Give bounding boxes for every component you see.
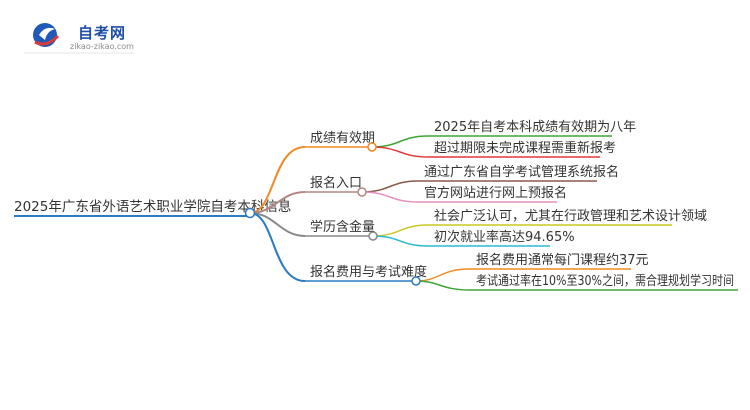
branch-dot-3 [411,276,421,286]
logo-mark-icon [33,23,60,47]
brand-title: 自考网 [78,24,127,42]
logo-divider [24,52,134,54]
branch-label-1: 报名入口 [310,175,362,191]
connector-b3-c1 [415,280,471,291]
leaf-label-2-0: 社会广泛认可，尤其在行政管理和艺术设计领域 [434,208,707,224]
connector-root-b0 [249,146,306,214]
leaf-label-0-0: 2025年自考本科成绩有效期为八年 [434,120,636,135]
root-label: 2025年广东省外语艺术职业学院自考本科信息 [14,198,291,215]
branch-dot-2 [368,231,378,241]
brand-url: zikao-zikao.com [70,42,134,51]
branch-label-3: 报名费用与考试难度 [310,264,427,280]
branch-label-2: 学历含金量 [310,219,375,235]
root-node-dot [244,207,256,219]
leaf-label-2-1: 初次就业率高达94.65% [434,229,575,245]
leaf-label-1-1: 官方网站进行网上预报名 [424,185,567,201]
connector-b1-c0 [361,180,419,193]
connector-b1-c1 [361,191,419,203]
leaf-label-0-1: 超过期限未完成课程需重新报考 [434,140,616,156]
branch-dot-1 [357,187,367,197]
leaf-label-3-1: 考试通过率在10%至30%之间，需合理规划学习时间 [476,273,734,289]
connector-b0-c1 [371,146,429,158]
leaf-label-1-0: 通过广东省自学考试管理系统报名 [424,164,619,180]
brand-logo: 自考网 zikao-zikao.com [30,18,140,58]
connector-b2-c0 [372,224,429,237]
leaf-label-3-0: 报名费用通常每门课程约37元 [476,252,649,268]
connector-root-b3 [249,212,306,282]
connector-b2-c1 [372,235,429,247]
connector-b0-c0 [371,135,429,148]
branch-dot-0 [367,142,377,152]
branch-label-0: 成绩有效期 [310,131,375,146]
connector-root-b1 [249,191,306,214]
